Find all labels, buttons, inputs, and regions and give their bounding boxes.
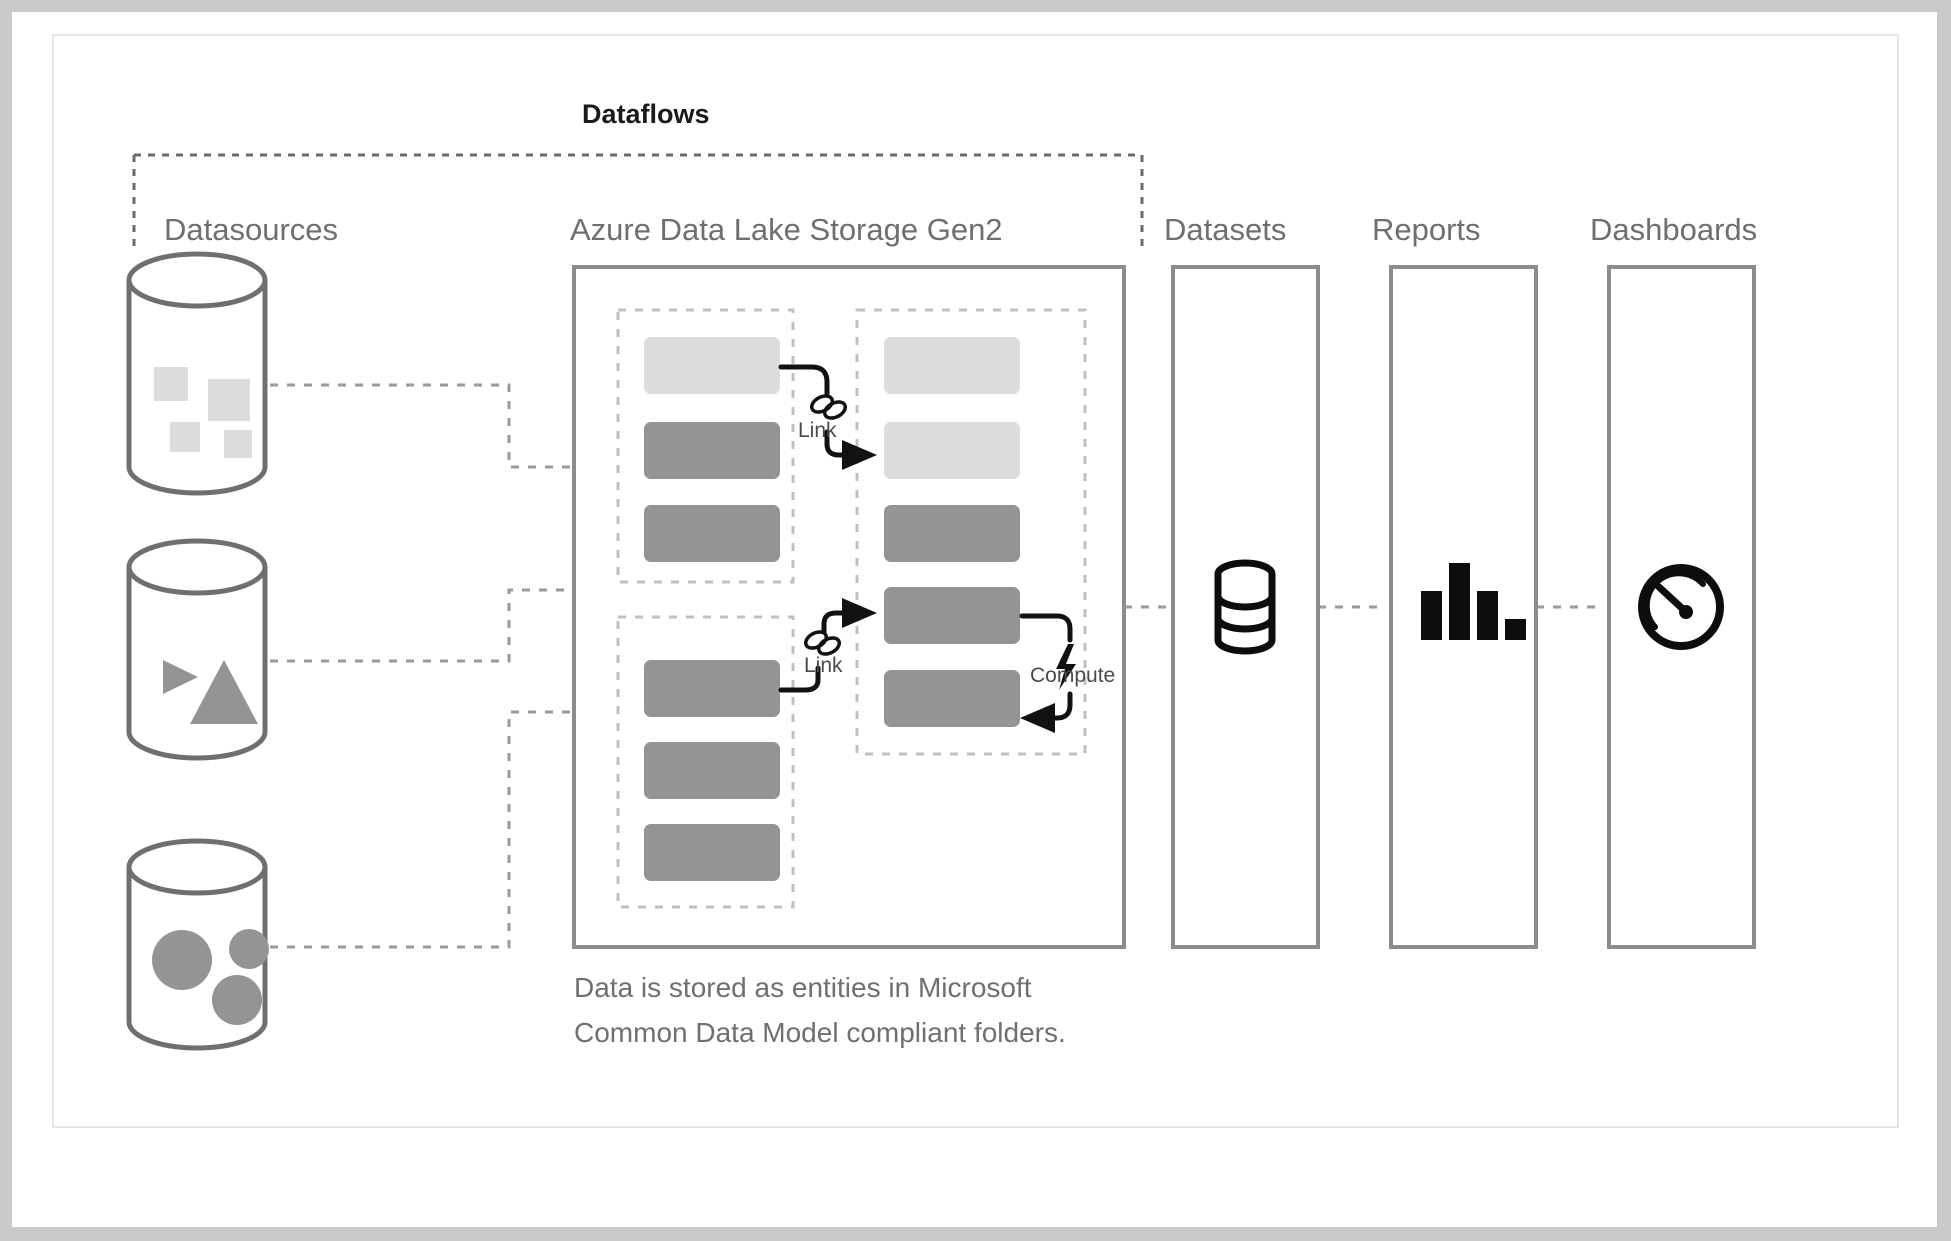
- compute-label: Compute: [1030, 664, 1115, 687]
- column-label-dashboards: Dashboards: [1590, 212, 1757, 247]
- entity-box: [644, 824, 780, 881]
- connector-datasource-3: [270, 710, 572, 949]
- column-label-datasets: Datasets: [1164, 212, 1286, 247]
- entity-box: [644, 742, 780, 799]
- link-label-top: Link: [798, 419, 837, 442]
- dataflows-title: Dataflows: [582, 99, 710, 129]
- storage-caption-line-1: Data is stored as entities in Microsoft: [574, 972, 1032, 1003]
- entity-box: [644, 505, 780, 562]
- column-label-reports: Reports: [1372, 212, 1481, 247]
- entity-box: [644, 422, 780, 479]
- circle-medium: [212, 975, 262, 1025]
- entity-box: [884, 337, 1020, 394]
- entity-box: [884, 587, 1020, 644]
- link-icon: [803, 630, 842, 656]
- bar-3: [1477, 591, 1498, 640]
- entity-box: [644, 337, 780, 394]
- circle-large: [152, 930, 212, 990]
- storage-caption-line-2: Common Data Model compliant folders.: [574, 1017, 1066, 1048]
- entity-box: [884, 670, 1020, 727]
- link-connector-top: Link: [778, 364, 878, 470]
- dashboards-panel[interactable]: [1607, 265, 1756, 949]
- datasource-cylinder-triangles: [126, 538, 268, 761]
- cdm-folder-right: [855, 308, 1087, 756]
- datasets-panel[interactable]: [1171, 265, 1320, 949]
- gauge-icon: [1638, 564, 1724, 650]
- connector-datasource-2: [270, 588, 572, 663]
- link-label-bottom: Link: [804, 654, 843, 677]
- link-connector-bottom: Link: [778, 598, 878, 693]
- dataflows-architecture-diagram: Dataflows Datasources Azure Data Lake St…: [126, 99, 1757, 1051]
- bar-1: [1421, 591, 1442, 640]
- bar-4: [1505, 619, 1526, 640]
- entity-box: [884, 505, 1020, 562]
- datasource-cylinder-squares: [126, 251, 268, 496]
- column-label-storage: Azure Data Lake Storage Gen2: [570, 212, 1003, 247]
- circle-small: [229, 929, 269, 969]
- triangle-up: [190, 660, 258, 724]
- lightning-bolt-icon: [1056, 644, 1076, 690]
- entity-box: [884, 422, 1020, 479]
- triangle-right: [163, 660, 198, 694]
- entity-box: [644, 660, 780, 717]
- datasource-cylinder-circles: [126, 838, 269, 1051]
- database-stack-icon: [1214, 559, 1276, 655]
- link-icon: [809, 394, 848, 420]
- cdm-folder-top-left: [616, 308, 795, 584]
- diagram-canvas: Dataflows Datasources Azure Data Lake St…: [12, 12, 1937, 1227]
- connector-datasource-1: [270, 383, 572, 469]
- bar-2: [1449, 563, 1470, 640]
- bar-chart-icon: [1421, 563, 1526, 640]
- reports-panel[interactable]: [1389, 265, 1538, 949]
- cdm-folder-bottom-left: [616, 615, 795, 909]
- column-label-datasources: Datasources: [164, 212, 338, 247]
- compute-connector: Compute: [1019, 613, 1115, 733]
